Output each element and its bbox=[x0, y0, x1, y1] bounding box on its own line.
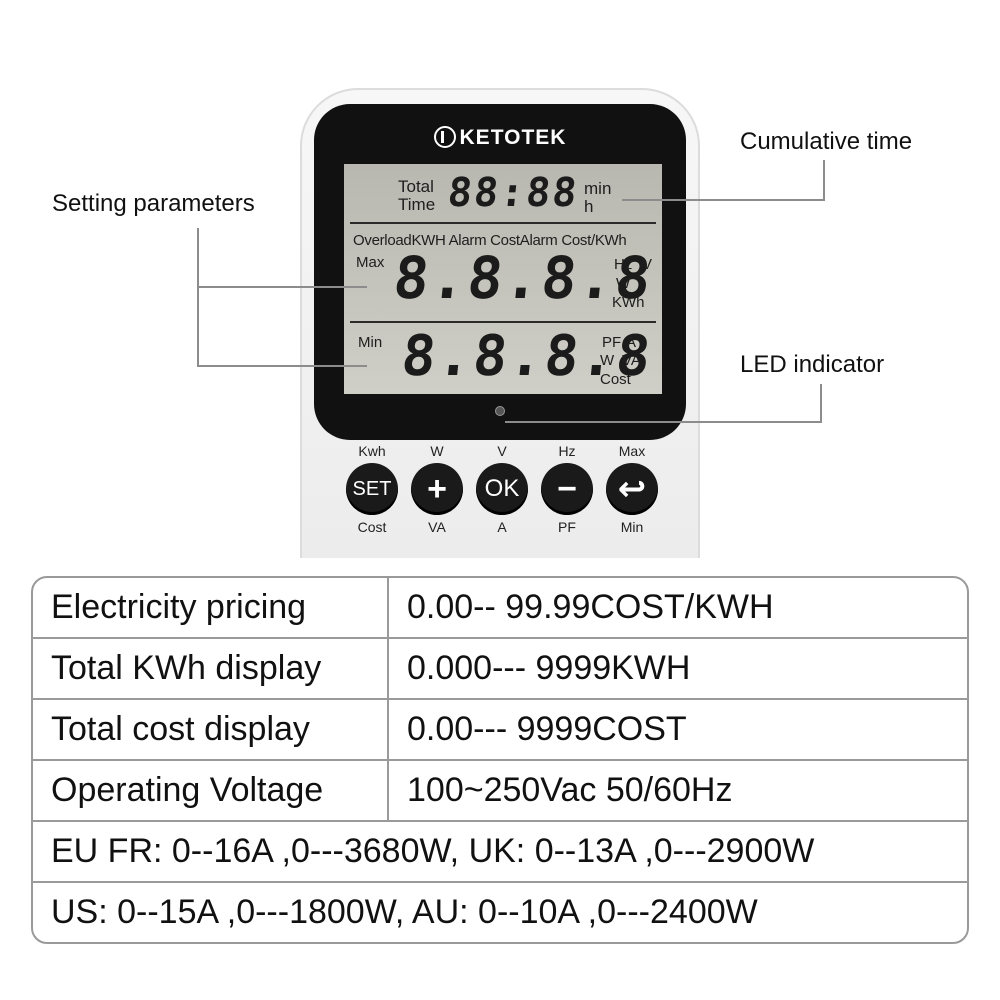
lcd-divider-bottom bbox=[350, 321, 656, 323]
lcd-unit-a: A bbox=[626, 334, 637, 351]
callout-led-vertical-line bbox=[820, 384, 822, 423]
brand-logo-icon bbox=[433, 126, 456, 148]
spec-label: Electricity pricing bbox=[33, 578, 389, 637]
lcd-time-digits: 88:88 bbox=[445, 170, 581, 216]
spec-region-ratings-eu-uk: EU FR: 0--16A ,0---3680W, UK: 0--13A ,0-… bbox=[51, 832, 815, 870]
callout-setting-parameters: Setting parameters bbox=[52, 190, 255, 217]
set-button[interactable]: SET bbox=[346, 463, 398, 515]
lcd-unit-cost: Cost bbox=[600, 371, 631, 388]
lcd-max-label: Max bbox=[356, 254, 385, 271]
spec-value: 0.000--- 9999KWH bbox=[407, 649, 691, 687]
lcd-unit-kwh: KWh bbox=[612, 294, 645, 311]
spec-label: Total KWh display bbox=[33, 639, 389, 698]
callout-cumulative-vertical-line bbox=[823, 160, 825, 200]
spec-label: Operating Voltage bbox=[33, 761, 389, 820]
button-set-bottom-label: Cost bbox=[357, 519, 387, 535]
button-set-group: Kwh SET Cost bbox=[342, 442, 402, 536]
callout-setting-vertical-line bbox=[197, 228, 199, 366]
lcd-screen: Total Time 88:88 min h OverloadKWH Alarm… bbox=[344, 164, 662, 394]
ok-button[interactable]: OK bbox=[476, 463, 528, 515]
spec-table: Electricity pricing 0.00-- 99.99COST/KWH… bbox=[31, 576, 969, 944]
spec-value: 0.00--- 9999COST bbox=[407, 710, 687, 748]
button-ok-group: V OK A bbox=[472, 442, 532, 536]
button-back-group: Max ↩ Min bbox=[602, 442, 662, 536]
power-meter-device: KETOTEK Total Time 88:88 min h OverloadK… bbox=[300, 88, 700, 558]
spec-value: 0.00-- 99.99COST/KWH bbox=[407, 588, 774, 626]
spec-row: Electricity pricing 0.00-- 99.99COST/KWH bbox=[33, 578, 967, 639]
lcd-unit-pf: PF bbox=[602, 334, 622, 351]
callout-led-indicator: LED indicator bbox=[740, 351, 885, 378]
lcd-unit-va: VA bbox=[622, 352, 641, 369]
button-plus-top-label: W bbox=[430, 443, 444, 459]
led-indicator bbox=[495, 406, 505, 416]
back-button[interactable]: ↩ bbox=[606, 463, 658, 515]
lcd-divider-top bbox=[350, 222, 656, 224]
lcd-unit-w: W bbox=[616, 275, 631, 292]
callout-setting-line-upper bbox=[197, 286, 367, 288]
brand-logo: KETOTEK bbox=[314, 126, 686, 150]
button-back-bottom-label: Min bbox=[620, 519, 644, 535]
button-ok-top-label: V bbox=[497, 443, 507, 459]
spec-label: Total cost display bbox=[33, 700, 389, 759]
lcd-time-label: Time bbox=[398, 195, 436, 214]
spec-region-ratings-us-au: US: 0--15A ,0---1800W, AU: 0--10A ,0---2… bbox=[51, 893, 758, 931]
spec-row: Total cost display 0.00--- 9999COST bbox=[33, 700, 967, 761]
lcd-unit-v: V bbox=[642, 256, 653, 273]
brand-name: KETOTEK bbox=[459, 126, 567, 149]
lcd-unit-hz: Hz bbox=[614, 256, 633, 273]
button-plus-bottom-label: VA bbox=[428, 519, 446, 535]
spec-value: 100~250Vac 50/60Hz bbox=[407, 771, 733, 809]
spec-row: Operating Voltage 100~250Vac 50/60Hz bbox=[33, 761, 967, 822]
button-minus-bottom-label: PF bbox=[558, 519, 576, 535]
spec-row-full: EU FR: 0--16A ,0---3680W, UK: 0--13A ,0-… bbox=[33, 822, 967, 883]
button-set-top-label: Kwh bbox=[358, 443, 386, 459]
display-bezel: KETOTEK Total Time 88:88 min h OverloadK… bbox=[314, 104, 686, 440]
lcd-mode-row: OverloadKWH Alarm CostAlarm Cost/KWh bbox=[353, 232, 627, 249]
callout-cumulative-time: Cumulative time bbox=[740, 128, 913, 155]
spec-row-full: US: 0--15A ,0---1800W, AU: 0--10A ,0---2… bbox=[33, 883, 967, 942]
lcd-unit-min: min bbox=[584, 179, 612, 198]
button-minus-group: Hz − PF bbox=[537, 442, 597, 536]
callout-led-horizontal-line bbox=[505, 421, 822, 423]
lcd-total-label: Total bbox=[398, 177, 434, 196]
button-plus-group: W + VA bbox=[407, 442, 467, 536]
lcd-min-label: Min bbox=[358, 334, 383, 351]
button-minus-top-label: Hz bbox=[558, 443, 576, 459]
lcd-unit-w2: W bbox=[600, 352, 615, 369]
callout-setting-line-lower bbox=[197, 365, 367, 367]
button-back-top-label: Max bbox=[618, 443, 646, 459]
spec-row: Total KWh display 0.000--- 9999KWH bbox=[33, 639, 967, 700]
lcd-unit-h: h bbox=[584, 197, 594, 216]
plus-button[interactable]: + bbox=[411, 463, 463, 515]
button-ok-bottom-label: A bbox=[497, 519, 507, 535]
minus-button[interactable]: − bbox=[541, 463, 593, 515]
callout-cumulative-horizontal-line bbox=[622, 199, 825, 201]
